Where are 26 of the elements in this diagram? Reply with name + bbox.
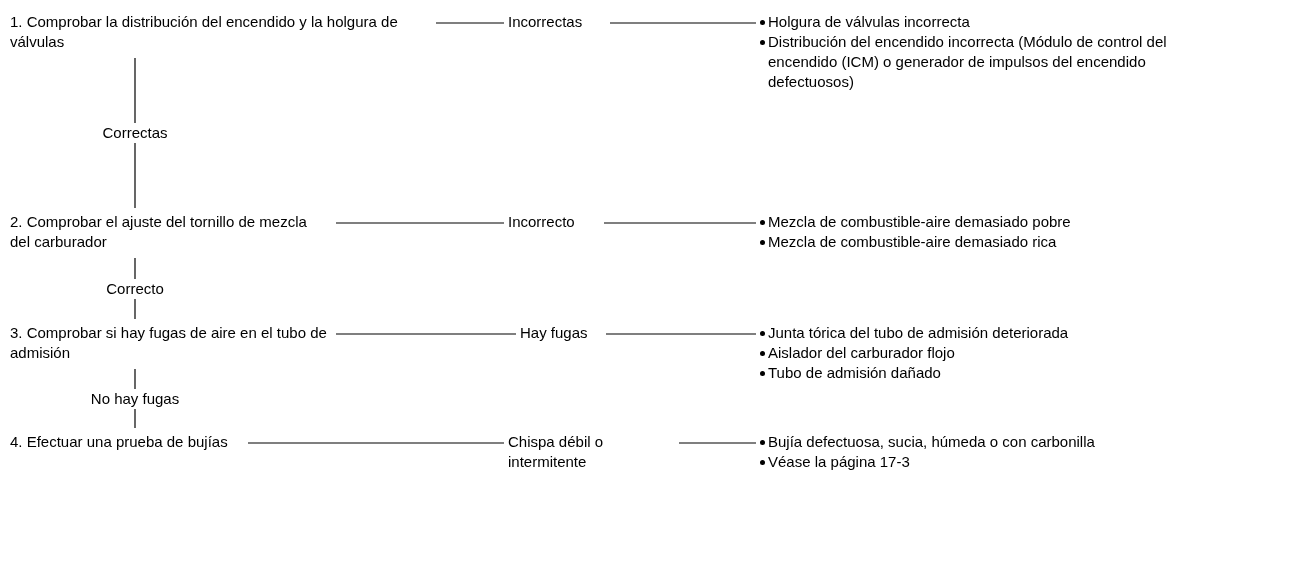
cause-item: Junta tórica del tubo de admisión deteriorada [768, 324, 1069, 341]
cause-item: Holgura de válvulas incorrecta [768, 13, 970, 30]
step-text: 3. Comprobar si hay fugas de aire en el tubo de admisión [10, 323, 330, 363]
cause-item: Distribución del encendido incorrecta (Módulo de control del encendido (ICM) o generador de impulsos del encendido defectuosos) [768, 33, 1167, 90]
result-text: Incorrectas [508, 12, 604, 32]
result-text: Hay fugas [520, 323, 600, 343]
step-text: 1. Comprobar la distribución del encendido y la holgura de válvulas [10, 12, 430, 52]
connector-line [678, 442, 757, 444]
connector-line [435, 22, 505, 24]
result-text: Chispa débil o intermitente [508, 432, 673, 472]
connector-line [609, 22, 757, 24]
connector-line [335, 222, 505, 224]
cause-item: Mezcla de combustible-aire demasiado rica [768, 233, 1057, 250]
connector-line [134, 57, 136, 209]
connector-line [335, 333, 517, 335]
cause-item: Mezcla de combustible-aire demasiado pobre [768, 213, 1071, 230]
connector-line [603, 222, 757, 224]
cause-item: Tubo de admisión dañado [768, 364, 941, 381]
result-text: Incorrecto [508, 212, 598, 232]
step-text: 4. Efectuar una prueba de bujías [10, 432, 242, 452]
cause-item: Aislador del carburador flojo [768, 344, 955, 361]
connector-line [605, 333, 757, 335]
connector-line [247, 442, 505, 444]
cause-item: Bujía defectuosa, sucia, húmeda o con carbonilla [768, 433, 1095, 450]
cause-item: Véase la página 17-3 [768, 453, 910, 470]
step-text: 2. Comprobar el ajuste del tornillo de mezcla del carburador [10, 212, 330, 252]
